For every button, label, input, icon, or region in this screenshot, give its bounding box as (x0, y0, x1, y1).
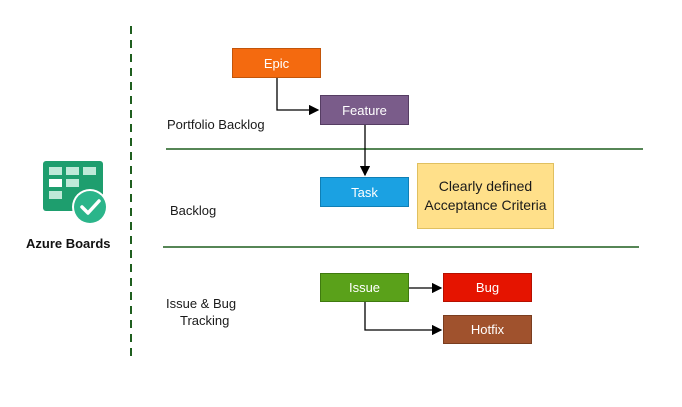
criteria-line2: Acceptance Criteria (424, 197, 547, 213)
hotfix-node: Hotfix (443, 315, 532, 344)
criteria-line1: Clearly defined (438, 178, 533, 194)
hotfix-label: Hotfix (470, 322, 505, 337)
bug-node: Bug (443, 273, 532, 302)
epic-to-feature-connector (276, 78, 320, 116)
backlog-label: Backlog (170, 203, 217, 218)
epic-label: Epic (263, 55, 290, 71)
azure-boards-icon (43, 161, 111, 227)
issue-label: Issue (348, 280, 381, 295)
acceptance-criteria-node: Clearly defined Acceptance Criteria (417, 163, 554, 229)
issue-node: Issue (320, 273, 409, 302)
task-node: Task (320, 177, 409, 207)
issue-bug-label-line2: Tracking (180, 313, 230, 328)
bug-label: Bug (475, 280, 500, 295)
feature-label: Feature (342, 102, 387, 118)
issue-to-hotfix-connector (364, 302, 443, 336)
task-label: Task (351, 184, 378, 200)
epic-node: Epic (232, 48, 321, 78)
product-name: Azure Boards (26, 236, 111, 251)
issue-bug-label-line1: Issue & Bug (166, 296, 237, 311)
portfolio-backlog-label: Portfolio Backlog (167, 117, 265, 132)
feature-node: Feature (320, 95, 409, 125)
